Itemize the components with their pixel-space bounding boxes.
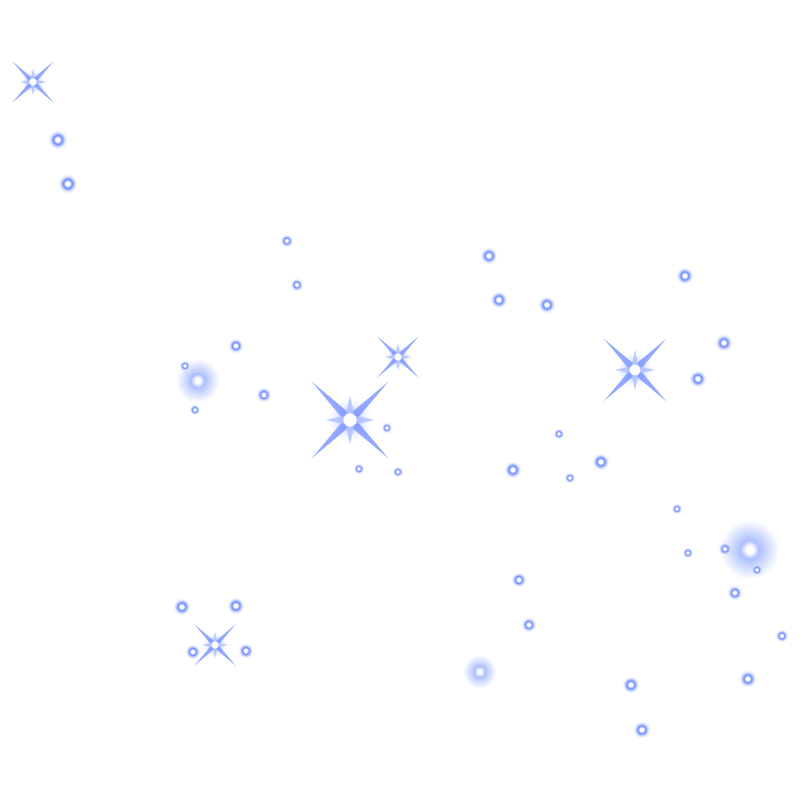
sparkle-dot (634, 722, 650, 738)
sparkle-dot (481, 248, 497, 264)
star-sparkle-icon (590, 325, 680, 415)
sparkle-dot (593, 454, 609, 470)
sparkle-dot (174, 599, 190, 615)
sparkle-dot (281, 235, 293, 247)
sparkle-dot (291, 279, 303, 291)
sparkle-dot (719, 543, 731, 555)
sparkle-dot (491, 292, 507, 308)
sparkle-dot (59, 175, 77, 193)
sparkle-dot (229, 339, 243, 353)
sparkle-dot (180, 361, 190, 371)
sparkle-dot (740, 671, 756, 687)
sparkle-dot (752, 565, 762, 575)
star-sparkle-icon (3, 52, 63, 112)
sparkle-dot (690, 371, 706, 387)
sparkle-dot (505, 462, 521, 478)
sparkle-dot (257, 388, 271, 402)
sparkle-dot (716, 335, 732, 351)
sparkle-dot (393, 467, 403, 477)
sparkle-dot (623, 677, 639, 693)
sparkle-dot (190, 405, 200, 415)
sparkle-dot (228, 598, 244, 614)
sparkle-dot (539, 297, 555, 313)
star-sparkle-icon (368, 327, 428, 387)
sparkle-dot (49, 131, 67, 149)
glow-orb (463, 655, 497, 689)
sparkle-dot (239, 644, 253, 658)
sparkle-dot (554, 429, 564, 439)
sparkle-dot (776, 630, 788, 642)
sparkle-dot (728, 586, 742, 600)
sparkle-dot (512, 573, 526, 587)
sparkle-dot (677, 268, 693, 284)
sparkle-dot (382, 423, 392, 433)
star-sparkle-icon (185, 615, 245, 675)
sparkle-dot (565, 473, 575, 483)
sparkle-dot (683, 548, 693, 558)
sparkle-dot (186, 645, 200, 659)
sparkle-dot (522, 618, 536, 632)
star-sparkle-icon (295, 365, 405, 475)
sparkle-dot (354, 464, 364, 474)
sparkle-dot (672, 504, 682, 514)
